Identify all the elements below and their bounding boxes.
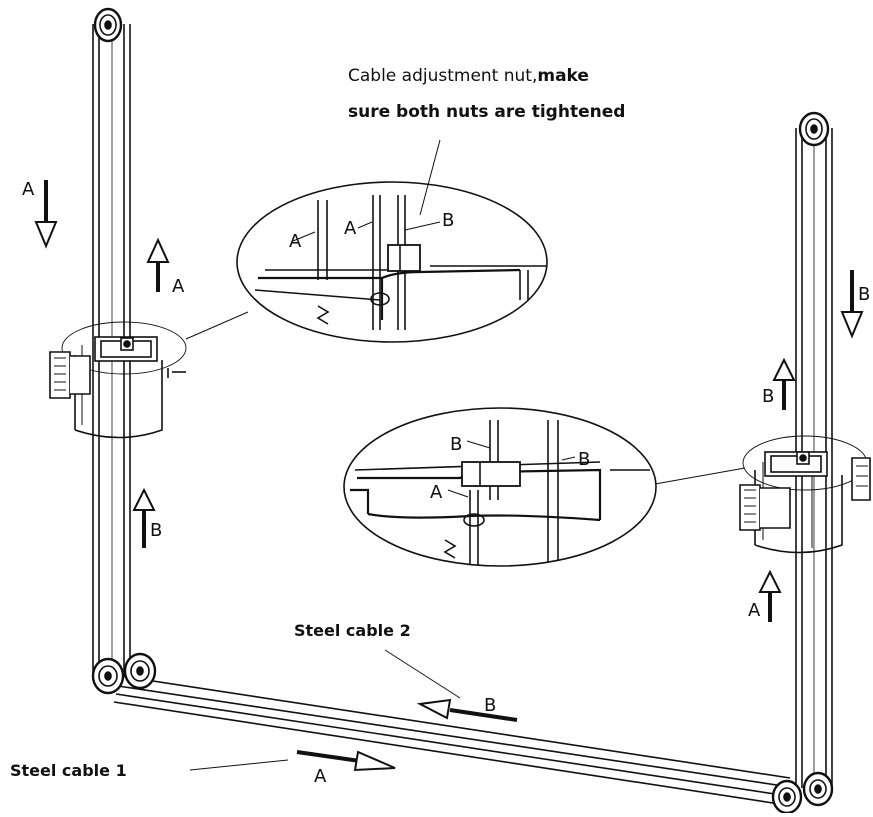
label-a: A [22, 179, 35, 200]
arrow-up-icon [772, 357, 796, 410]
arrow-down-icon [34, 180, 58, 249]
steel-cable-1-label: Steel cable 1 [10, 761, 127, 780]
label-b: B [484, 695, 496, 716]
label-a: A [289, 231, 302, 252]
bottom-right-pulleys [771, 771, 834, 815]
arrow-up-icon [146, 237, 170, 292]
label-b: B [442, 210, 454, 231]
nut-callout-normal: Cable adjustment nut, [348, 66, 538, 86]
label-b: B [578, 449, 590, 470]
nut-callout-bold: make [537, 66, 589, 86]
arrow-left-icon [416, 698, 518, 722]
label-a: A [430, 482, 443, 503]
top-right-pulley [798, 111, 830, 147]
bottom-beam [113, 675, 791, 806]
nut-callout-line2: sure both nuts are tightened [348, 102, 626, 122]
leader-steel-cable-1 [189, 759, 289, 771]
left-carriage [49, 311, 249, 439]
steel-cable-2-label: Steel cable 2 [294, 621, 411, 640]
arrow-up-icon [758, 569, 782, 622]
bottom-left-pulleys [91, 652, 157, 695]
detail-view-top [236, 139, 548, 343]
leader-steel-cable-2 [384, 649, 461, 699]
label-b: B [150, 520, 162, 541]
arrow-down-icon [840, 270, 864, 339]
label-a: A [172, 276, 185, 297]
label-b: B [858, 284, 870, 305]
nut-callout-line1: Cable adjustment nut,make [348, 66, 589, 86]
top-left-pulley [93, 7, 123, 43]
label-a: A [748, 600, 761, 621]
detail-view-right [343, 407, 657, 567]
arrow-up-icon [132, 487, 156, 548]
arrow-right-icon [296, 750, 396, 772]
label-b: B [450, 434, 462, 455]
label-a: A [344, 218, 357, 239]
right-carriage [654, 435, 871, 554]
label-b: B [762, 386, 774, 407]
label-a: A [314, 766, 327, 787]
